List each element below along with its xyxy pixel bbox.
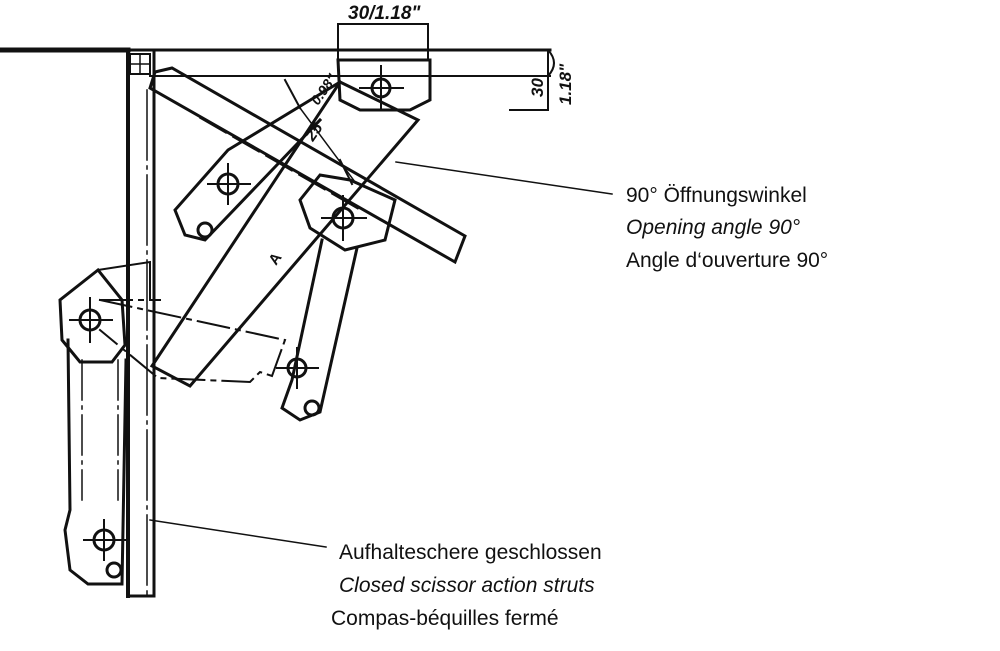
dimension-top: 30/1.18" (348, 3, 421, 24)
callout-opening-angle-fr: Angle d‘ouverture 90° (626, 249, 829, 272)
angle-dimension (283, 78, 357, 186)
cabinet-top-panel (0, 47, 555, 78)
strut-label: A (265, 250, 285, 269)
pivot-block (58, 260, 151, 364)
callout-closed-struts-en: Closed scissor action struts (339, 574, 595, 597)
closed-position-outline (98, 298, 287, 384)
dimension-side-b: 1.18" (556, 63, 575, 105)
opened-flap (148, 66, 467, 265)
top-mount-plate (336, 23, 432, 112)
callout-opening-angle-en: Opening angle 90° (626, 216, 801, 239)
cabinet-side-wall (126, 48, 156, 598)
callout-closed-struts-de: Aufhalteschere geschlossen (339, 541, 602, 564)
callout-opening-angle-de: 90° Öffnungswinkel (626, 184, 807, 207)
closed-strut (63, 338, 128, 586)
leader-opening-angle (395, 161, 613, 195)
flap-arm (276, 173, 397, 422)
leader-closed-struts (149, 519, 327, 548)
dimension-box-side (509, 49, 549, 111)
dimension-offset-a: 25 (302, 119, 327, 145)
dimension-side-a: 30 (528, 78, 547, 97)
callout-closed-struts-fr: Compas-béquilles fermé (331, 607, 559, 630)
